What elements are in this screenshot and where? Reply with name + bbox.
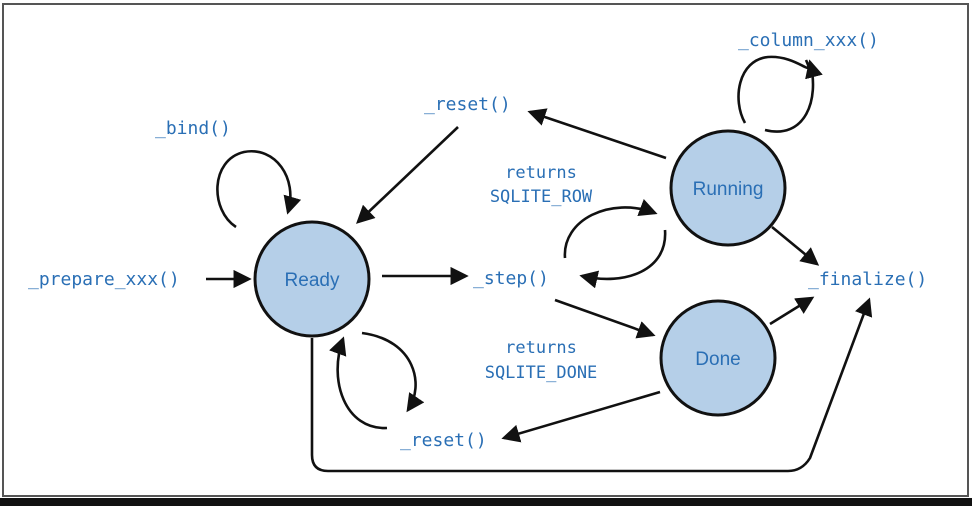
- step-label: _step(): [473, 268, 549, 289]
- edge-done-to-reset-bottom: [501, 390, 661, 443]
- running-label: Running: [693, 179, 764, 200]
- edge-running-to-finalize: [771, 225, 820, 266]
- edge-column-loop: [737, 55, 810, 124]
- done-circle: [659, 299, 777, 417]
- prepare-label: _prepare_xxx(): [28, 269, 180, 290]
- node-ready: Ready: [253, 220, 371, 338]
- returns-done-line2: SQLITE_DONE: [485, 363, 598, 383]
- bottom-border: [0, 498, 972, 506]
- node-running: Running: [669, 129, 787, 247]
- edge-reset-bottom-loop: [329, 336, 388, 430]
- ready-label: Ready: [285, 270, 340, 291]
- ready-circle: [253, 220, 371, 338]
- reset-top-label: _reset(): [424, 94, 511, 115]
- running-circle: [669, 129, 787, 247]
- reset-bottom-label: _reset(): [400, 430, 487, 451]
- edge-done-to-finalize: [769, 296, 815, 326]
- edge-bind-loop: [216, 149, 302, 229]
- edge-column-loop-return: [764, 59, 823, 133]
- column-label: _column_xxx(): [738, 30, 879, 51]
- edge-running-to-reset-top: [527, 108, 667, 160]
- edge-step-to-done: [554, 298, 656, 339]
- edge-reset-top-to-ready: [356, 126, 459, 224]
- edges: [206, 55, 873, 473]
- edge-running-to-step: [579, 229, 667, 289]
- diagram-frame: [2, 3, 969, 497]
- finalize-label: _finalize(): [808, 269, 927, 290]
- returns-row-line2: SQLITE_ROW: [490, 187, 593, 207]
- returns-done-line1: returns: [505, 338, 577, 358]
- edge-ready-to-finalize: [310, 297, 873, 473]
- bind-label: _bind(): [155, 118, 231, 139]
- returns-row-line1: returns: [505, 163, 577, 183]
- edge-ready-to-reset-bottom: [361, 331, 425, 413]
- done-label: Done: [695, 349, 740, 370]
- node-done: Done: [659, 299, 777, 417]
- edge-step-to-running: [563, 199, 658, 259]
